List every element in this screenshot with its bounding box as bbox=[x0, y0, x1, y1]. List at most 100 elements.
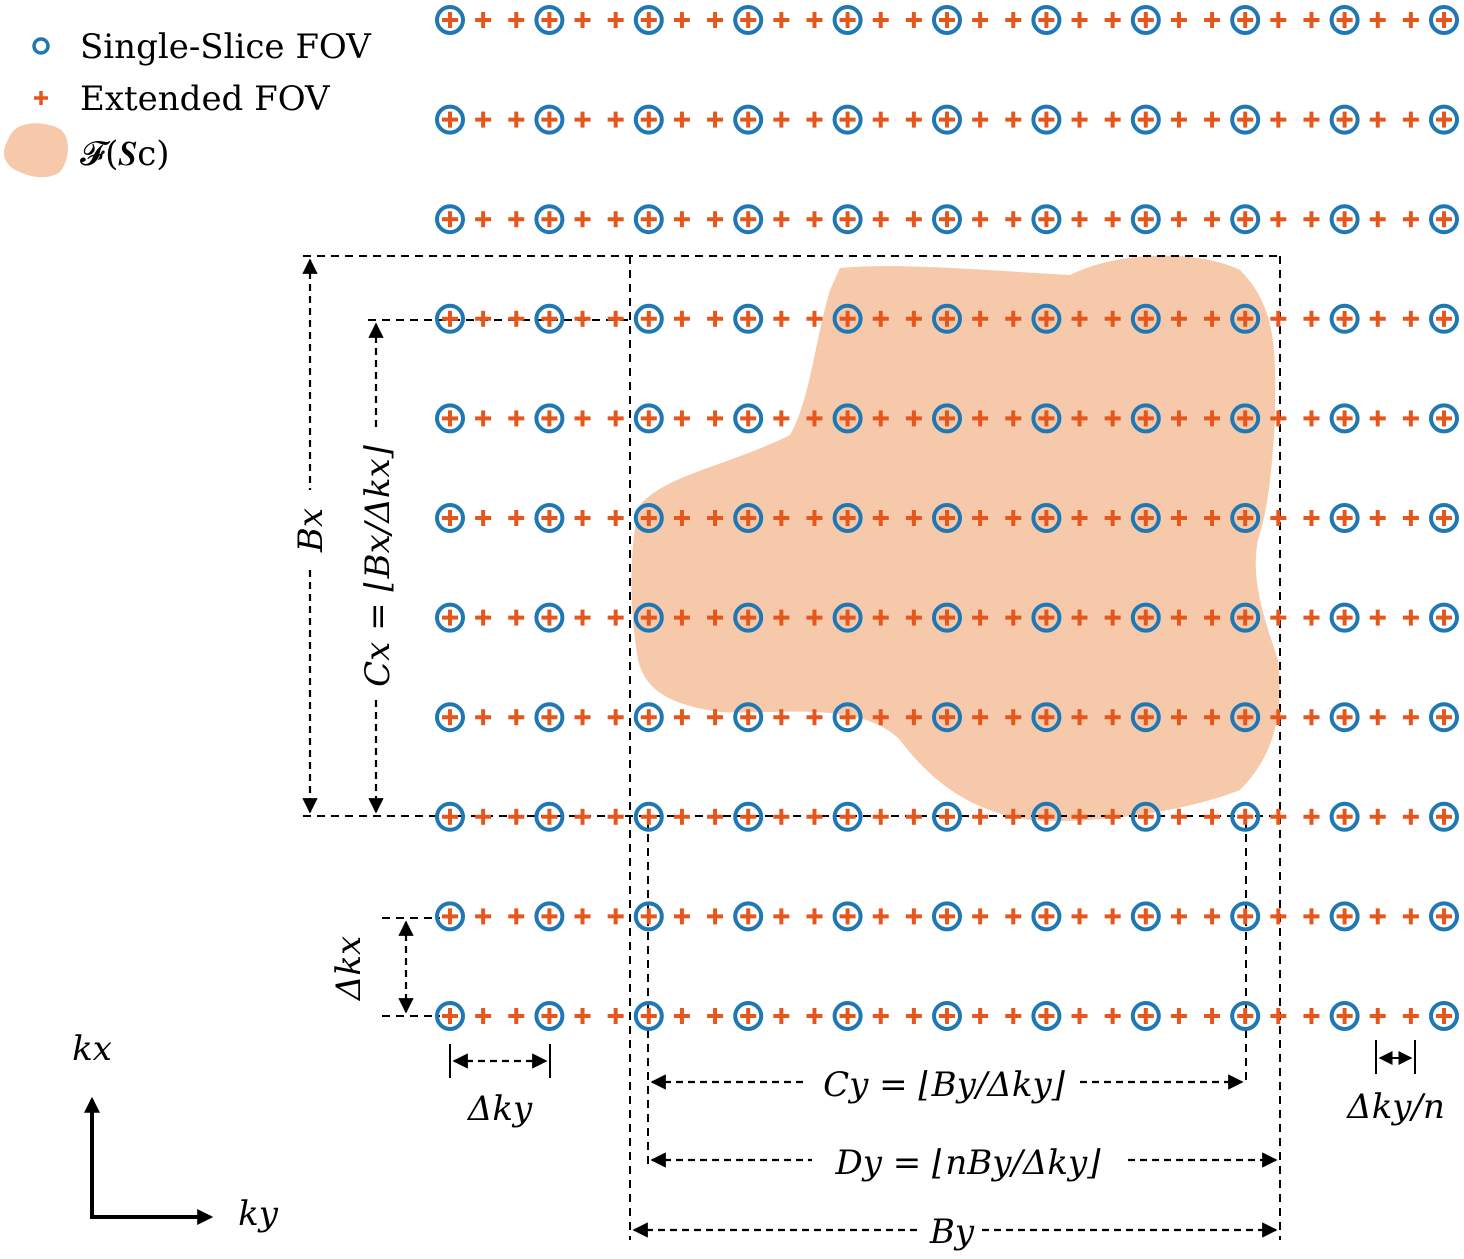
single-slice-sample-circle bbox=[1429, 503, 1459, 533]
single-slice-sample-circle bbox=[832, 602, 863, 633]
extended-sample-plus bbox=[972, 410, 989, 427]
extended-sample-plus bbox=[1137, 12, 1154, 28]
extended-sample-plus bbox=[872, 12, 889, 28]
extended-sample-plus bbox=[707, 908, 724, 925]
extended-sample-plus bbox=[1369, 211, 1386, 228]
extended-sample-plus bbox=[1137, 510, 1154, 526]
extended-sample-plus bbox=[939, 410, 955, 427]
extended-sample-plus bbox=[1369, 609, 1386, 626]
extended-sample-plus bbox=[475, 510, 492, 526]
extended-sample-plus bbox=[673, 111, 690, 128]
extended-sample-plus bbox=[707, 211, 724, 228]
extended-sample-plus bbox=[1137, 211, 1154, 228]
single-slice-sample-circle bbox=[733, 702, 764, 733]
single-slice-sample-circle bbox=[1429, 403, 1459, 434]
extended-sample-plus bbox=[607, 1008, 624, 1024]
extended-sample-plus bbox=[1336, 908, 1353, 925]
extended-sample-plus bbox=[1303, 709, 1320, 726]
extended-sample-plus bbox=[939, 609, 955, 626]
single-slice-sample-circle bbox=[832, 204, 863, 235]
extended-sample-plus bbox=[1303, 12, 1320, 28]
extended-sample-plus bbox=[1270, 510, 1287, 526]
extended-sample-plus bbox=[508, 1008, 525, 1024]
single-slice-sample-circle bbox=[435, 303, 465, 334]
single-slice-sample-circle bbox=[534, 1001, 565, 1031]
extended-sample-plus bbox=[1071, 310, 1088, 327]
axis-ky-label: ky bbox=[238, 1194, 279, 1234]
extended-sample-plus bbox=[475, 111, 492, 128]
extended-sample-plus bbox=[1402, 12, 1419, 28]
by-label: By bbox=[929, 1212, 975, 1252]
extended-sample-plus bbox=[773, 211, 790, 228]
single-slice-sample-circle bbox=[534, 901, 565, 932]
extended-sample-plus bbox=[1104, 111, 1121, 128]
extended-sample-plus bbox=[1038, 111, 1055, 128]
extended-sample-plus bbox=[806, 410, 823, 427]
single-slice-sample-circle bbox=[534, 801, 565, 832]
extended-sample-plus bbox=[1137, 111, 1154, 128]
extended-sample-plus bbox=[1270, 12, 1287, 28]
extended-sample-plus bbox=[1402, 808, 1419, 825]
extended-sample-plus bbox=[839, 908, 856, 925]
extended-sample-plus bbox=[972, 12, 989, 28]
single-slice-sample-circle bbox=[733, 801, 764, 832]
extended-sample-plus bbox=[707, 310, 724, 327]
single-slice-sample-circle bbox=[1230, 1001, 1261, 1031]
extended-sample-plus bbox=[640, 510, 657, 526]
extended-sample-plus bbox=[939, 510, 955, 526]
single-slice-sample-circle bbox=[1031, 702, 1062, 733]
extended-sample-plus bbox=[1137, 609, 1154, 626]
extended-sample-plus bbox=[1369, 12, 1386, 28]
extended-sample-plus bbox=[1071, 211, 1088, 228]
single-slice-sample-circle bbox=[633, 503, 664, 533]
extended-sample-plus bbox=[574, 310, 591, 327]
dy-label: Dy = ⌊nBy/Δky⌋ bbox=[834, 1143, 1101, 1183]
extended-sample-plus bbox=[1336, 12, 1353, 28]
extended-sample-plus bbox=[1204, 310, 1221, 327]
extended-sample-plus bbox=[1336, 410, 1353, 427]
extended-sample-plus bbox=[475, 609, 492, 626]
extended-sample-plus bbox=[1237, 111, 1254, 128]
extended-sample-plus bbox=[1005, 908, 1022, 925]
extended-sample-plus bbox=[1402, 310, 1419, 327]
extended-sample-plus bbox=[972, 709, 989, 726]
extended-sample-plus bbox=[1303, 808, 1320, 825]
dkx-label: Δkx bbox=[329, 936, 369, 1002]
extended-sample-plus bbox=[1104, 808, 1121, 825]
single-slice-sample-circle bbox=[1230, 801, 1261, 832]
extended-sample-plus bbox=[707, 510, 724, 526]
single-slice-sample-circle bbox=[1230, 901, 1261, 932]
extended-sample-plus bbox=[1436, 709, 1452, 726]
single-slice-sample-circle bbox=[633, 5, 664, 35]
extended-sample-plus bbox=[905, 510, 922, 526]
extended-sample-plus bbox=[640, 1008, 657, 1024]
extended-sample-plus bbox=[1005, 609, 1022, 626]
extended-sample-plus bbox=[740, 111, 757, 128]
extended-sample-plus bbox=[1204, 111, 1221, 128]
extended-sample-plus bbox=[574, 510, 591, 526]
extended-sample-plus bbox=[1038, 908, 1055, 925]
extended-sample-plus bbox=[1303, 310, 1320, 327]
bx-label: Bx bbox=[291, 508, 331, 553]
extended-sample-plus bbox=[1071, 808, 1088, 825]
single-slice-sample-circle bbox=[435, 901, 465, 932]
extended-sample-plus bbox=[1137, 1008, 1154, 1024]
extended-sample-plus bbox=[872, 908, 889, 925]
extended-sample-plus bbox=[939, 1008, 955, 1024]
extended-sample-plus bbox=[1237, 211, 1254, 228]
extended-sample-plus bbox=[806, 609, 823, 626]
single-slice-sample-circle bbox=[832, 503, 863, 533]
single-slice-sample-circle bbox=[733, 204, 764, 235]
extended-sample-plus bbox=[1336, 609, 1353, 626]
single-slice-sample-circle bbox=[733, 503, 764, 533]
extended-sample-plus bbox=[508, 709, 525, 726]
extended-sample-plus bbox=[1104, 908, 1121, 925]
extended-sample-plus bbox=[1436, 1008, 1452, 1024]
extended-sample-plus bbox=[475, 908, 492, 925]
extended-sample-plus bbox=[839, 12, 856, 28]
single-slice-sample-circle bbox=[932, 204, 962, 235]
extended-sample-plus bbox=[1170, 1008, 1187, 1024]
extended-sample-plus bbox=[806, 709, 823, 726]
extended-sample-plus bbox=[1104, 709, 1121, 726]
single-slice-sample-circle bbox=[435, 5, 465, 35]
